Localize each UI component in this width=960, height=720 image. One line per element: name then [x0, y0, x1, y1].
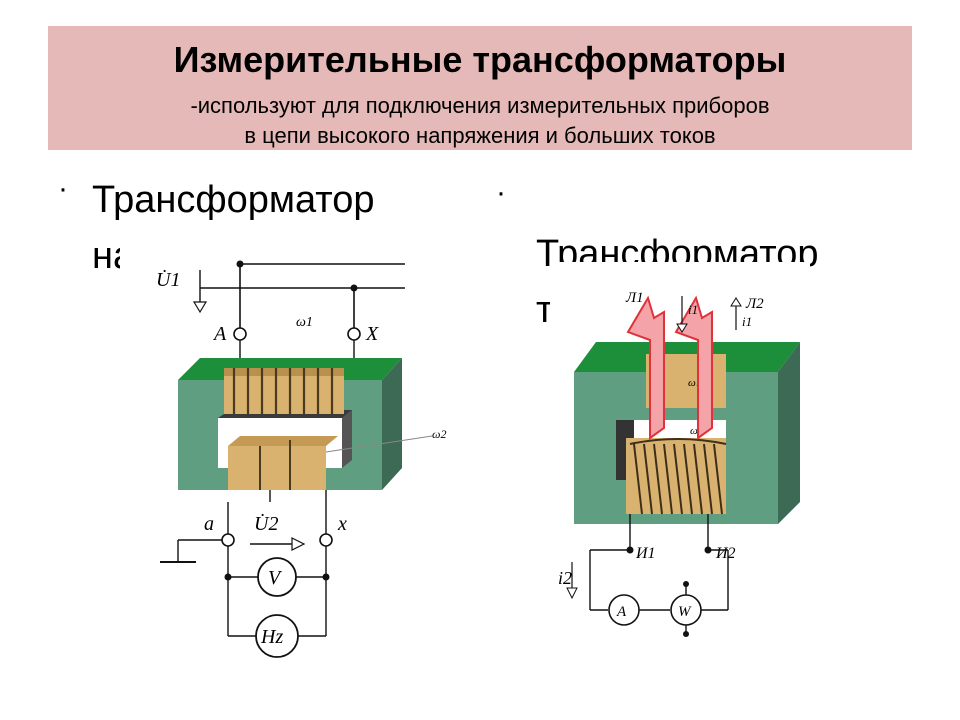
voltmeter-label: V — [268, 567, 283, 589]
slide-subtitle-line2: в цепи высокого напряжения и больших ток… — [244, 123, 716, 148]
label-terminal-a-small: a — [204, 513, 214, 535]
frequency-meter-label: Hz — [260, 626, 283, 648]
ct-label-l2: Л2 — [745, 296, 764, 312]
secondary-winding — [228, 435, 433, 490]
ct-label-i1-right: i1 — [742, 314, 752, 329]
ammeter-label: A — [616, 604, 627, 620]
title-band: Измерительные трансформаторы -используют… — [48, 26, 912, 150]
label-w1: ω1 — [296, 315, 313, 330]
ct-label-terminal-i1: И1 — [635, 545, 656, 562]
label-u1: U̇1 — [156, 268, 180, 291]
voltage-transformer-diagram: U̇1 A X ω1 ω2 a x U̇2 — [120, 240, 465, 670]
current-transformer-diagram: ω1 ω2 Л1 Л2 i1 i1 И1 И2 i2 A W — [550, 262, 810, 662]
label-terminal-x: X — [365, 323, 379, 345]
bullet-1-line1: Трансформатор — [92, 179, 375, 221]
voltmeter — [257, 557, 297, 597]
wattmeter-label: W — [678, 604, 692, 620]
label-terminal-a: A — [212, 323, 227, 345]
ct-label-terminal-i2: И2 — [715, 545, 736, 562]
ct-label-l1: Л1 — [625, 290, 644, 306]
label-w2: ω2 — [432, 427, 446, 441]
slide-title: Измерительные трансформаторы — [173, 39, 787, 80]
label-terminal-x-small: x — [337, 513, 347, 535]
slide-subtitle-line1: -используют для подключения измерительны… — [190, 93, 770, 118]
ct-label-i2: i2 — [558, 568, 572, 588]
frequency-meter — [255, 614, 299, 658]
label-u2: U̇2 — [254, 512, 278, 535]
ct-label-i1-left: i1 — [688, 302, 698, 317]
bullet-marker-1: · — [58, 172, 68, 205]
ct-secondary-winding — [626, 438, 727, 515]
primary-winding — [224, 368, 344, 414]
primary-bus-bars — [626, 295, 713, 440]
bullet-marker-2: · — [496, 176, 506, 209]
